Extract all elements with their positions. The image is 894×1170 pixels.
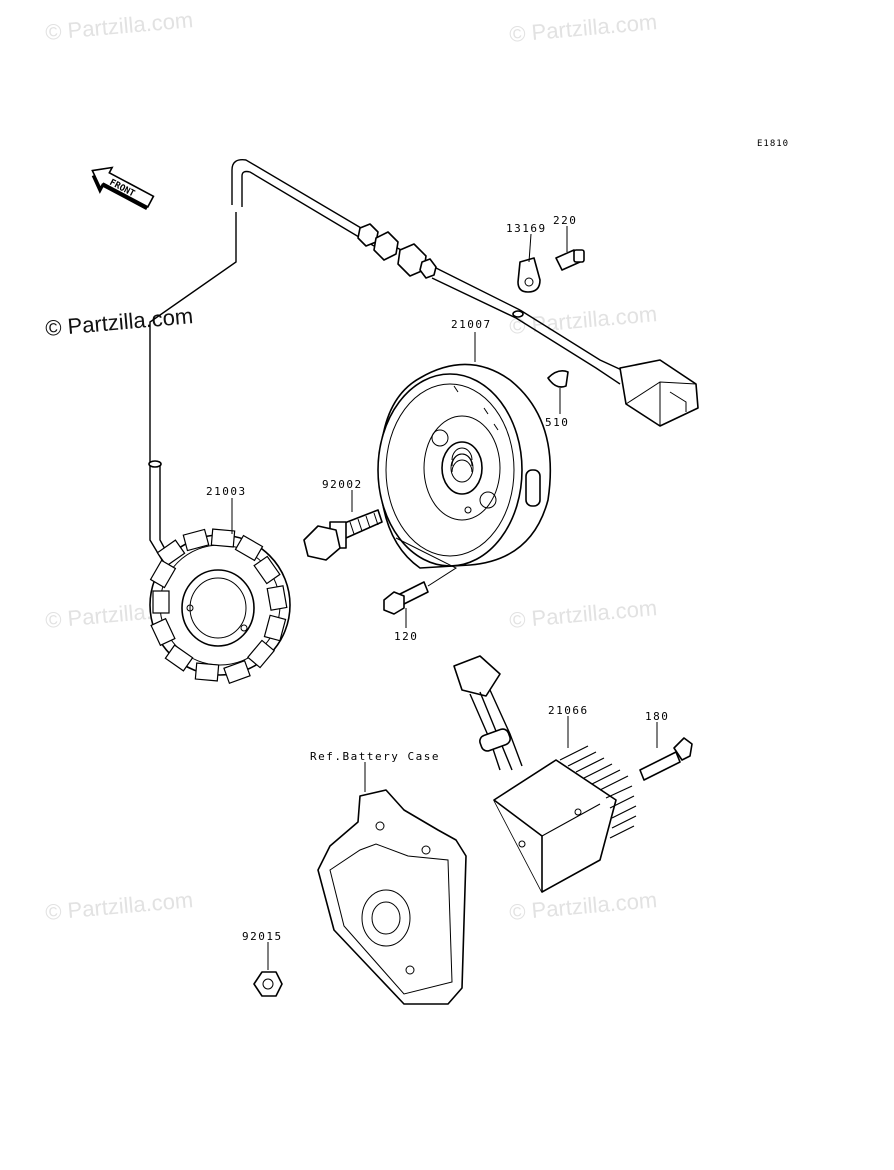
watermark: © Partzilla.com [508,595,658,633]
part-number-21003: 21003 [206,485,247,498]
part-number-220: 220 [553,214,577,227]
part-bolt-220 [555,249,585,271]
part-key-510 [547,370,569,388]
part-number-92015: 92015 [242,930,283,943]
diagram-code: E1810 [757,139,789,149]
part-number-510: 510 [545,416,569,429]
part-rotor-21007 [377,363,552,569]
leader-lines [231,226,658,970]
part-labels: 13169 220 21007 510 92002 21003 120 2106… [206,214,669,943]
reference-label: Ref.Battery Case [310,750,440,763]
watermark: © Partzilla.com [44,887,194,925]
part-bolt-120 [383,581,429,615]
part-number-180: 180 [645,710,669,723]
watermark: © Partzilla.com [44,7,194,45]
wiring-harness [148,159,699,563]
part-stator-21003 [149,528,291,685]
watermark: © Partzilla.com [508,301,658,339]
watermark-main: © Partzilla.com [44,303,194,341]
front-arrow-icon: FRONT [91,166,155,210]
part-number-120: 120 [394,630,418,643]
part-clamp-13169 [517,257,541,293]
watermark: © Partzilla.com [508,887,658,925]
part-battery-case-bracket [317,789,467,1005]
part-bolt-180 [639,737,693,781]
part-regulator-21066 [453,655,637,893]
part-number-13169: 13169 [506,222,547,235]
part-number-92002: 92002 [322,478,363,491]
watermark: © Partzilla.com [508,9,658,47]
part-number-21007: 21007 [451,318,492,331]
part-bolt-92002 [303,509,383,561]
part-number-21066: 21066 [548,704,589,717]
part-nut-92015 [253,971,283,997]
